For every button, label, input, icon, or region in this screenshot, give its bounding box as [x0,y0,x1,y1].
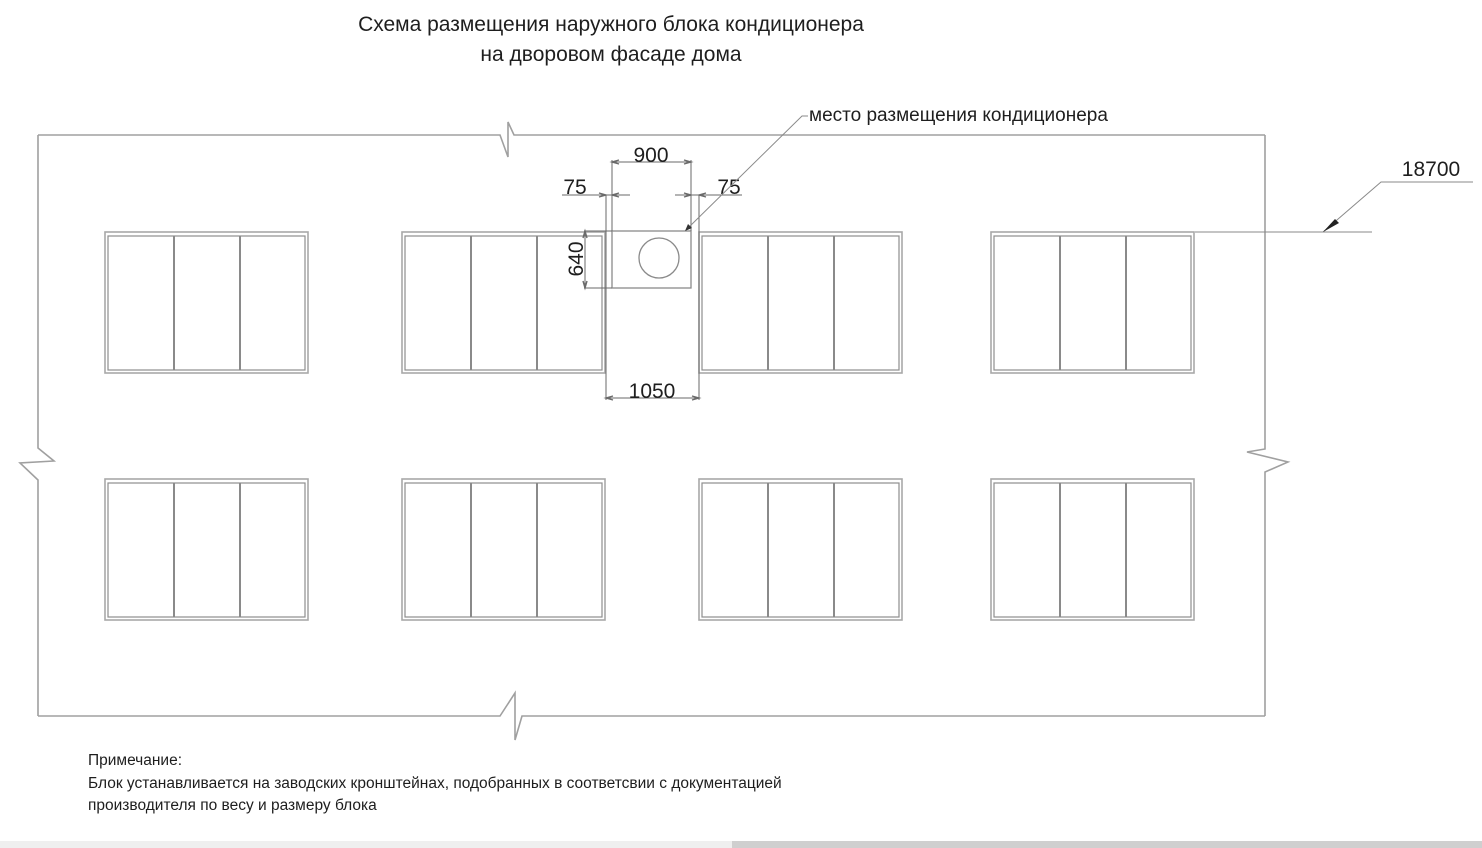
window [401,478,606,621]
window [990,478,1195,621]
facade-outline [18,121,1291,741]
window [104,478,309,621]
window [698,231,903,374]
window [698,478,903,621]
note-line-2: производителя по весу и размеру блока [88,797,377,814]
placement-leader [685,115,808,231]
dimension-unit-height-label: 640 [565,241,588,276]
window [990,231,1195,374]
note-heading: Примечание: [88,752,183,769]
dimension-window-gap [603,395,702,401]
dimension-offsets [562,192,742,400]
level-mark [1195,181,1473,233]
diagram-title: Схема размещения наружного блока кондици… [0,10,1222,70]
dimension-unit-width-label: 900 [633,144,668,167]
scrollbar-track[interactable] [0,841,732,848]
dimension-left-offset-label: 75 [563,176,586,199]
window [104,231,309,374]
level-mark-label: 18700 [1402,158,1460,181]
note-block: Примечание: Блок устанавливается на заво… [88,750,782,818]
window-row-2 [104,478,1195,621]
dimension-window-gap-label: 1050 [629,380,676,403]
placement-label: место размещения кондиционера [809,105,1108,126]
fan-icon [638,237,680,279]
title-line-1: Схема размещения наружного блока кондици… [358,13,864,36]
title-line-2: на дворовом фасаде дома [480,43,742,66]
note-line-1: Блок устанавливается на заводских кроншт… [88,774,782,792]
scrollbar-thumb[interactable] [732,841,1482,848]
dimension-unit-width [609,159,694,231]
dimension-unit-height [582,228,612,291]
ac-unit [611,230,692,289]
bottom-scrollbar[interactable] [0,841,1482,848]
